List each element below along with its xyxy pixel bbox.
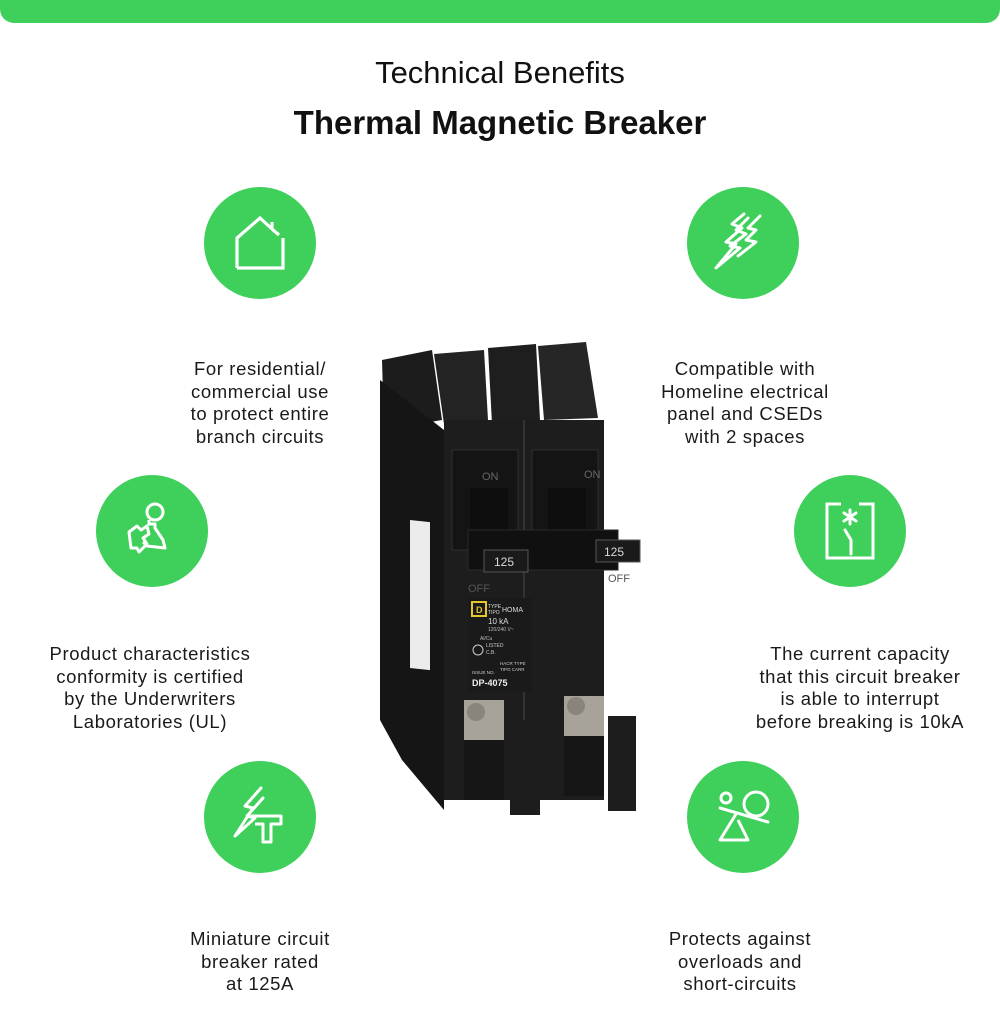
svg-text:120/240 V~: 120/240 V~ <box>488 627 514 633</box>
benefit-badge-interrupt-capacity <box>794 475 906 587</box>
svg-text:D: D <box>476 605 483 615</box>
section-title: Technical Benefits <box>375 55 625 90</box>
house-icon <box>235 215 285 270</box>
svg-text:125: 125 <box>604 545 624 559</box>
top-accent-bar <box>0 0 1000 23</box>
breaker-switch-icon <box>825 502 875 560</box>
svg-text:OFF: OFF <box>608 573 630 585</box>
svg-text:ON: ON <box>584 469 601 481</box>
double-lightning-icon <box>714 212 762 270</box>
benefit-badge-protection <box>687 761 799 873</box>
svg-text:DP-4075: DP-4075 <box>472 678 508 688</box>
benefit-badge-ul-certified <box>96 475 208 587</box>
product-title: Thermal Magnetic Breaker <box>293 104 707 141</box>
seesaw-balance-icon <box>718 790 770 842</box>
benefit-badge-rating <box>204 761 316 873</box>
svg-text:HOMA: HOMA <box>502 607 523 614</box>
benefit-badge-residential <box>204 187 316 299</box>
circuit-breaker-product-image: ON ON 125 125 OFF OFF D TYPE TIPO HOMA 1… <box>372 340 642 840</box>
svg-text:10 kA: 10 kA <box>488 617 509 626</box>
svg-text:LISTED: LISTED <box>486 643 504 649</box>
lightning-tower-icon <box>233 786 283 844</box>
svg-text:Al/Cu: Al/Cu <box>480 636 492 642</box>
svg-text:TIPO: TIPO <box>488 610 500 616</box>
svg-text:TIPO CARR: TIPO CARR <box>500 667 525 672</box>
benefit-badge-compatible <box>687 187 799 299</box>
svg-text:125: 125 <box>494 555 514 569</box>
svg-text:TYPE: TYPE <box>488 604 502 610</box>
svg-text:ISSUE NO.: ISSUE NO. <box>472 670 495 675</box>
svg-text:ON: ON <box>482 471 499 483</box>
svg-text:HACR TYPE: HACR TYPE <box>500 661 526 666</box>
certificate-hand-icon <box>127 502 167 554</box>
svg-text:OFF: OFF <box>468 583 490 595</box>
svg-text:C.B.: C.B. <box>486 650 496 656</box>
